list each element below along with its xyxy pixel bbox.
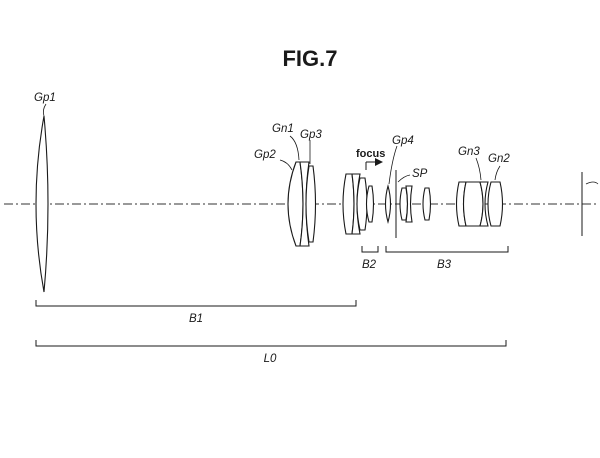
label-gp4: Gp4 [392,135,414,147]
leader-gn1 [289,135,300,161]
label-sp: SP [412,168,428,180]
label-gn3: Gn3 [458,146,480,158]
lens-gp2 [287,161,304,247]
lens-rear-e [462,181,484,227]
bracket-b3 [385,246,509,253]
label-focus: focus [356,148,385,160]
label-b1: B1 [189,313,203,325]
label-b2: B2 [362,259,377,271]
image-plane-lead [585,181,599,185]
lens-focus [365,185,375,223]
bracket-l0 [35,340,507,347]
leader-sp [397,174,411,183]
focus-arrow [365,162,382,170]
label-l0: L0 [264,353,277,365]
lens-gp1 [35,115,49,293]
leader-gp1 [42,103,47,117]
bracket-b2 [361,246,379,253]
label-gn2: Gn2 [488,153,510,165]
leader-gn3 [475,157,482,181]
lens-rear-c [422,187,432,221]
label-gp2: Gp2 [254,149,276,161]
figure-title: FIG.7 [282,46,337,71]
lens-rear-b [405,185,413,223]
lens-gn3 [479,181,489,227]
lens-group3-c [356,177,368,231]
leader-gp2 [279,159,293,171]
lens-gp3 [305,165,317,243]
label-gp1: Gp1 [34,92,56,104]
leader-gp4 [388,145,398,185]
label-gn1: Gn1 [272,123,294,135]
leader-gn2 [494,165,501,181]
lens-group3-a [342,173,355,235]
bracket-b1 [35,300,357,307]
label-b3: B3 [437,259,452,271]
label-gp3: Gp3 [300,129,322,141]
lens-gp4 [384,183,392,225]
lens-gn2 [487,181,504,227]
